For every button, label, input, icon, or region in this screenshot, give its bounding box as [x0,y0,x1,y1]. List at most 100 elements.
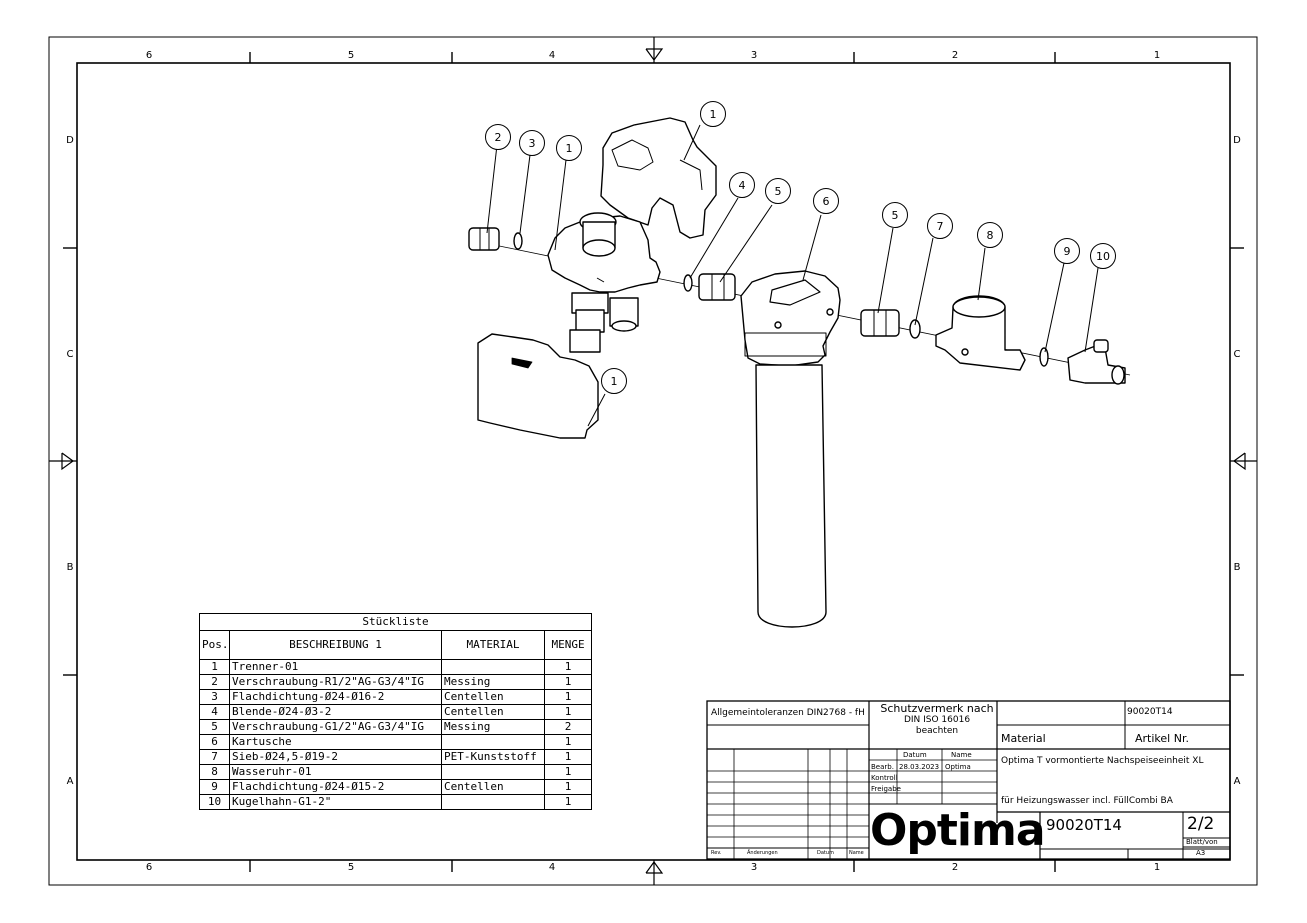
row-quantity: 1 [543,734,593,750]
row-freigabe-label: Freigabe [871,785,901,793]
row-quantity: 1 [543,674,593,690]
row-quantity: 1 [543,794,593,810]
protection-note-line1: Schutzvermerk nach [880,702,994,715]
row-quantity: 1 [543,764,593,780]
zone-left-C: C [66,349,74,360]
row-quantity: 1 [543,704,593,720]
rev-label: Rev. [711,850,722,856]
description-line1: Optima T vormontierte Nachspeiseeinheit … [1001,756,1204,766]
row-pos: 9 [199,779,230,795]
balloon-pos-1-b: 1 [700,101,726,127]
sheet-label: Blatt/von [1186,838,1218,846]
row-quantity: 1 [543,749,593,765]
changes-label: Änderungen [747,850,778,856]
row-pos: 2 [199,674,230,690]
row-material: Messing [441,674,545,690]
row-material [441,734,545,750]
change-date-label: Datum [817,850,834,856]
description-line2: für Heizungswasser incl. FüllCombi BA [1001,796,1173,806]
row-pos: 5 [199,719,230,735]
row-quantity: 1 [543,779,593,795]
row-description: Kugelhahn-G1-2" [229,794,442,810]
title-block: Allgemeintoleranzen DIN2768 - fH Schutzv… [707,701,1230,859]
zone-top-2: 2 [951,50,959,61]
row-material: Messing [441,719,545,735]
parts-list-title: Stückliste [198,613,593,631]
zone-top-5: 5 [347,50,355,61]
name-header: Name [951,751,972,759]
sheet-number: 2/2 [1187,814,1215,834]
row-pos: 6 [199,734,230,750]
article-label: Artikel Nr. [1135,732,1189,745]
article-number-top: 90020T14 [1127,707,1173,717]
zone-ticks [63,52,1244,872]
row-description: Wasseruhr-01 [229,764,442,780]
balloon-pos-8: 8 [977,222,1003,248]
header-description: BESCHREIBUNG 1 [229,630,442,660]
row-description: Sieb-Ø24,5-Ø19-2 [229,749,442,765]
row-description: Verschraubung-G1/2"AG-G3/4"IG [229,719,442,735]
row-description: Verschraubung-R1/2"AG-G3/4"IG [229,674,442,690]
zone-right-C: C [1233,349,1241,360]
row-quantity: 1 [543,689,593,705]
tolerances-text: Allgemeintoleranzen DIN2768 - fH [711,708,865,718]
row-pos: 8 [199,764,230,780]
row-description: Blende-Ø24-Ø3-2 [229,704,442,720]
balloon-pos-4: 4 [729,172,755,198]
header-pos: Pos. [199,630,230,660]
zone-bottom-4: 4 [548,862,556,873]
zone-top-1: 1 [1153,50,1161,61]
row-quantity: 2 [543,719,593,735]
zone-left-B: B [66,562,74,573]
balloon-pos-10: 10 [1090,243,1116,269]
row-pos: 7 [199,749,230,765]
balloon-pos-9: 9 [1054,238,1080,264]
zone-bottom-1: 1 [1153,862,1161,873]
zone-top-4: 4 [548,50,556,61]
material-label: Material [1001,732,1046,745]
balloon-pos-5-b: 5 [882,202,908,228]
row-material: Centellen [441,779,545,795]
row-pos: 4 [199,704,230,720]
exploded-view-drawing [468,117,1131,628]
zone-top-3: 3 [750,50,758,61]
balloon-pos-1-c: 1 [601,368,627,394]
title-block-lines [706,700,1231,860]
zone-left-A: A [66,776,74,787]
balloon-pos-6: 6 [813,188,839,214]
paper-format: A3 [1196,849,1206,857]
balloon-pos-5-a: 5 [765,178,791,204]
zone-right-B: B [1233,562,1241,573]
date-header: Datum [903,751,927,759]
row-bearb-label: Bearb. [871,763,894,771]
row-material: Centellen [441,689,545,705]
header-material: MATERIAL [441,630,545,660]
centering-marks [49,37,1257,885]
parts-list-table: Stückliste Pos. BESCHREIBUNG 1 MATERIAL … [198,613,593,810]
header-quantity: MENGE [543,630,593,660]
zone-bottom-3: 3 [750,862,758,873]
balloon-pos-7: 7 [927,213,953,239]
row-material [441,794,545,810]
zone-bottom-6: 6 [145,862,153,873]
row-kontroll-label: Kontroll [871,774,898,782]
zone-right-D: D [1233,135,1241,146]
zone-right-A: A [1233,776,1241,787]
row-quantity: 1 [543,659,593,675]
row-material [441,764,545,780]
optima-logo: Optima [870,805,1046,856]
row-description: Flachdichtung-Ø24-Ø16-2 [229,689,442,705]
change-name-label: Name [849,850,864,856]
row-description: Kartusche [229,734,442,750]
name-value: Optima [945,763,971,771]
row-pos: 10 [199,794,230,810]
